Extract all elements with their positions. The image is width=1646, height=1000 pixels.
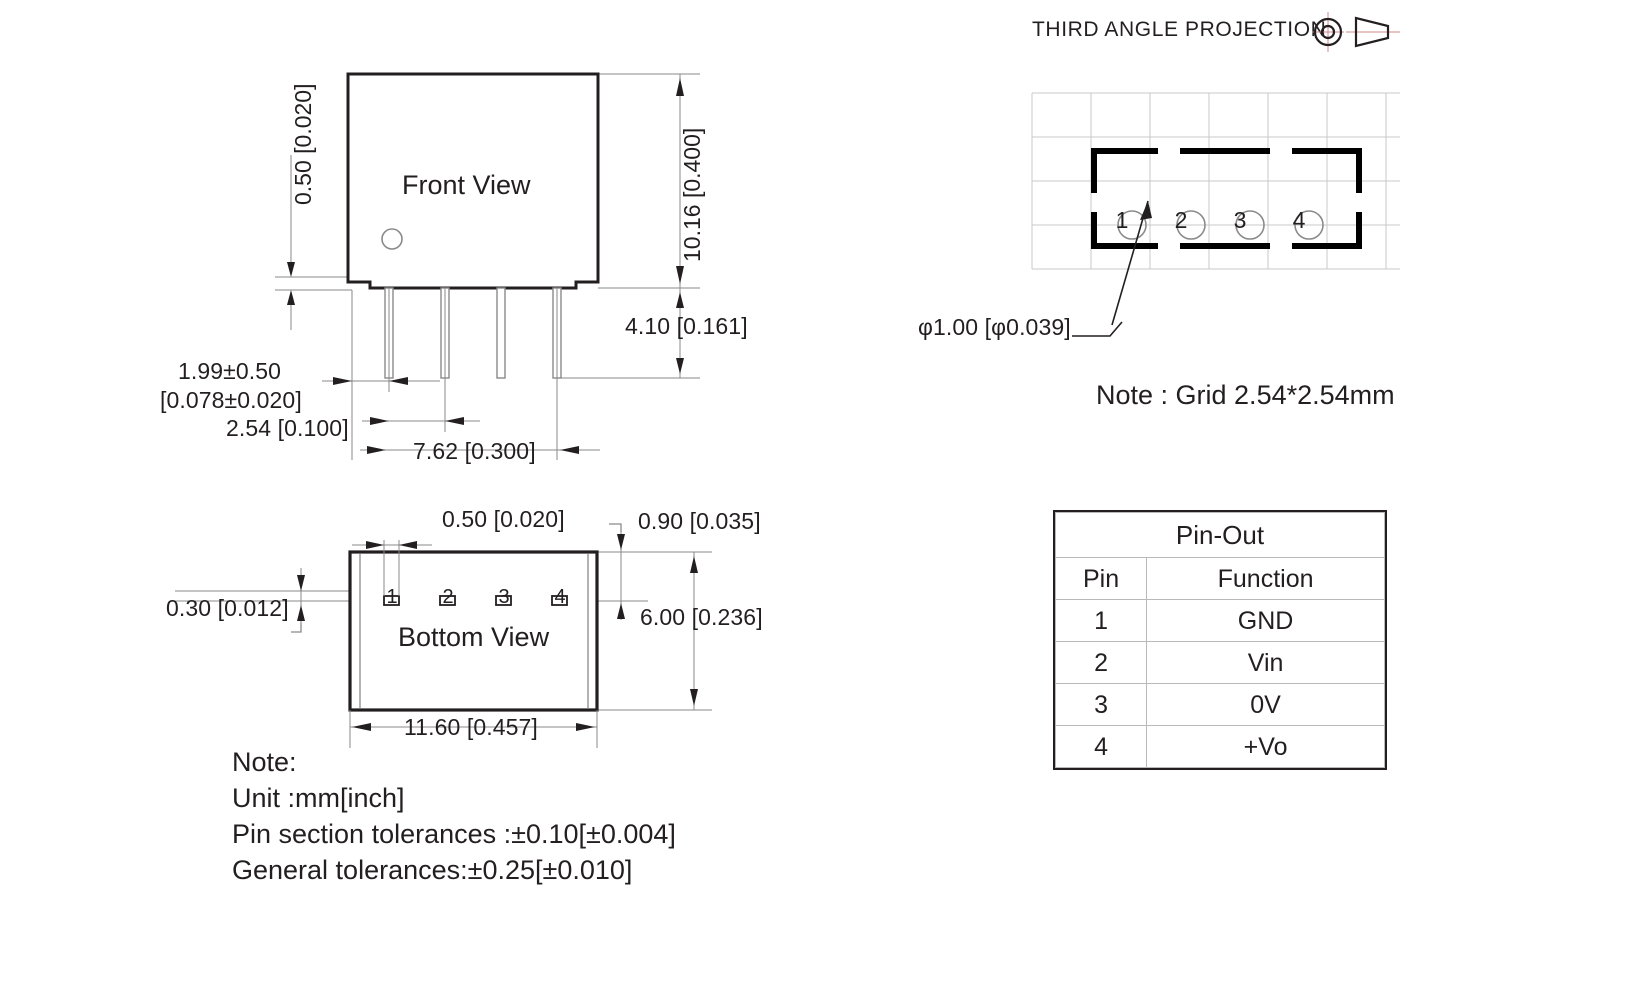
bottom-view-pin-1: 1: [386, 586, 398, 608]
pinout-cell-function: +Vo: [1146, 725, 1385, 768]
front-view-dim-7-62: 7.62 [0.300]: [413, 438, 536, 464]
third-angle-projection-label: THIRD ANGLE PROJECTION: [1032, 18, 1327, 41]
pinout-cell-function: Vin: [1146, 641, 1385, 684]
notes-line-unit: Unit :mm[inch]: [232, 783, 405, 813]
pinout-row: 3 0V: [1054, 683, 1385, 726]
third-angle-projection-symbol: [1312, 12, 1400, 52]
bottom-view-drawing: [175, 523, 712, 748]
bottom-view-dim-0-90: 0.90 [0.035]: [638, 508, 761, 534]
front-view-dim-1-99-line2: [0.078±0.020]: [160, 387, 302, 413]
footprint-pin-1: 1: [1115, 207, 1129, 233]
front-view-dim-1-99-line1: 1.99±0.50: [178, 358, 282, 384]
bottom-view-dim-6-00: 6.00 [0.236]: [640, 604, 763, 630]
pinout-cell-pin: 2: [1054, 641, 1148, 684]
grid-note: Note : Grid 2.54*2.54mm: [1096, 380, 1395, 410]
front-view-dim-0-50: 0.50 [0.020]: [290, 83, 316, 206]
pinout-cell-pin: 4: [1054, 725, 1148, 768]
front-view-dim-4-10: 4.10 [0.161]: [625, 313, 748, 339]
footprint-drawing: [1031, 92, 1400, 326]
front-view-drawing: [275, 72, 700, 460]
pinout-header-function: Function: [1146, 557, 1385, 600]
front-view-dim-2-54: 2.54 [0.100]: [226, 415, 349, 441]
notes-line-general-tolerance: General tolerances:±0.25[±0.010]: [232, 855, 633, 885]
pinout-cell-function: GND: [1146, 599, 1385, 642]
footprint-pin-4: 4: [1292, 207, 1306, 233]
bottom-view-pin-4: 4: [554, 586, 566, 608]
notes-heading: Note:: [232, 747, 297, 777]
notes-line-pin-tolerance: Pin section tolerances :±0.10[±0.004]: [232, 819, 676, 849]
pinout-cell-pin: 1: [1054, 599, 1148, 642]
pinout-table: Pin-Out Pin Function 1 GND 2 Vin 3 0V: [1054, 512, 1385, 768]
footprint-pin-2: 2: [1174, 207, 1188, 233]
bottom-view-pin-2: 2: [442, 586, 454, 608]
pinout-table-container: Pin-Out Pin Function 1 GND 2 Vin 3 0V: [1053, 510, 1387, 770]
bottom-view-label: Bottom View: [398, 622, 550, 652]
pinout-title: Pin-Out: [1055, 512, 1385, 558]
pinout-cell-function: 0V: [1146, 683, 1385, 726]
footprint-hole-diameter-dim: φ1.00 [φ0.039]: [918, 314, 1071, 340]
bottom-view-pin-3: 3: [498, 586, 510, 608]
pinout-row: 1 GND: [1054, 599, 1385, 642]
pinout-header-row: Pin Function: [1054, 557, 1385, 600]
front-view-dim-10-16: 10.16 [0.400]: [679, 127, 705, 262]
front-view-label: Front View: [402, 170, 531, 200]
bottom-view-dim-0-30: 0.30 [0.012]: [166, 595, 289, 621]
bottom-view-dim-11-60: 11.60 [0.457]: [404, 714, 538, 740]
bottom-view-dim-0-50: 0.50 [0.020]: [442, 506, 565, 532]
pinout-title-row: Pin-Out: [1055, 512, 1385, 558]
footprint-pin-3: 3: [1233, 207, 1247, 233]
pinout-row: 4 +Vo: [1054, 725, 1385, 768]
pinout-row: 2 Vin: [1054, 641, 1385, 684]
hole-leader-elbow: [1072, 321, 1123, 337]
pinout-cell-pin: 3: [1054, 683, 1148, 726]
pinout-header-pin: Pin: [1054, 557, 1148, 600]
